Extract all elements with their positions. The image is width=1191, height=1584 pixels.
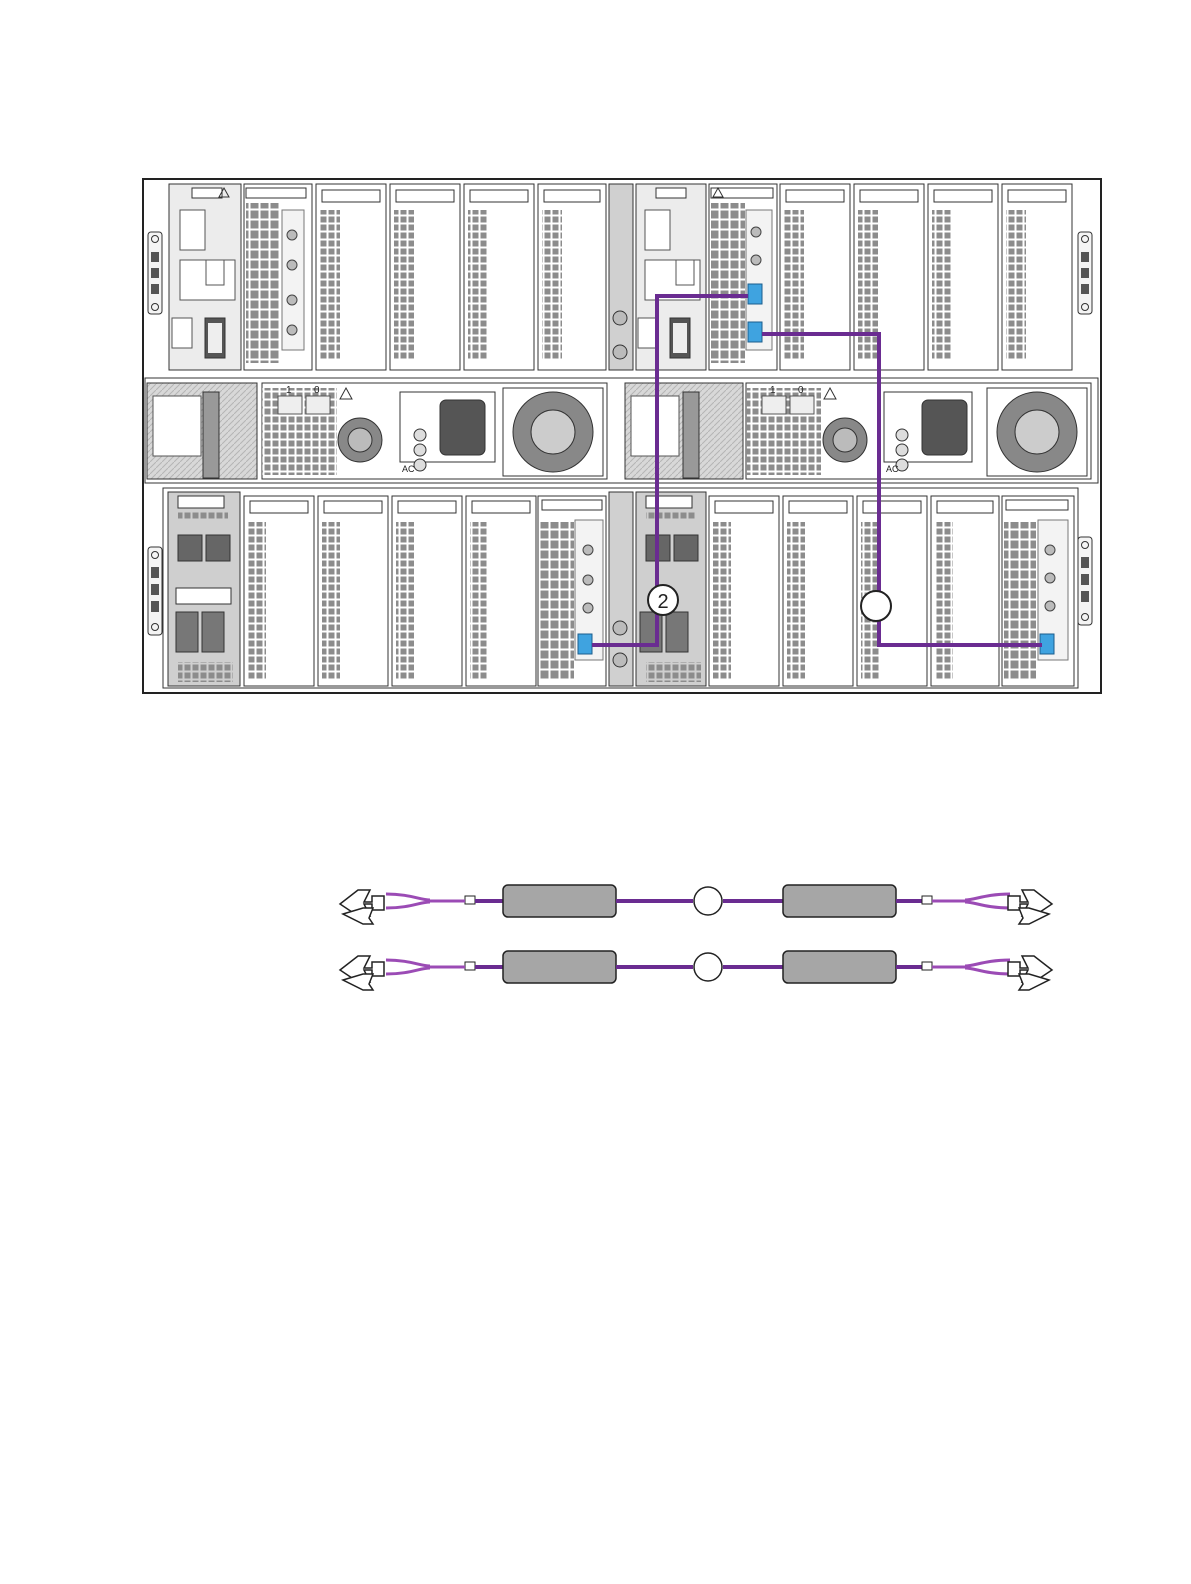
center-divider-top (609, 184, 633, 370)
cable-legend (340, 885, 1052, 990)
ethernet-port-icon (206, 260, 224, 285)
serial-port-icon (176, 612, 198, 652)
rack-ear-left-bottom (148, 547, 162, 635)
controller-module-top-right (636, 184, 706, 370)
io-module-bottom-left (538, 496, 606, 686)
bottom-row (163, 488, 1078, 688)
psu-right: 1 0 AC (625, 383, 1091, 479)
rack-ear-right-top (1078, 232, 1092, 314)
psu-off-label: 0 (314, 385, 320, 396)
lc-connector-icon (340, 890, 384, 924)
rack-ear-right-bottom (1078, 537, 1092, 625)
psu-ac-label-right: AC (886, 464, 899, 474)
sas-port-top-1 (748, 284, 762, 304)
serial-port-icon (202, 612, 224, 652)
callout-2: 2 (648, 585, 678, 615)
io-module-bottom-right (1002, 496, 1074, 686)
sas-port-top-2 (748, 322, 762, 342)
lc-connector-icon (1008, 956, 1052, 990)
io-module-top-right (709, 184, 777, 370)
psu-on-label: 1 (286, 385, 292, 396)
lc-connector-icon (340, 956, 384, 990)
ethernet-port-icon (676, 260, 694, 285)
sas-port-bottom-right (1040, 634, 1054, 654)
controller-module-bottom-left (168, 492, 240, 686)
psu-ac-label: AC (402, 464, 415, 474)
callout-1 (861, 591, 891, 621)
ethernet-port-icon (206, 535, 230, 561)
legend-cable-b (340, 951, 1052, 990)
top-row (169, 184, 1072, 370)
psu-on-label-right: 1 (770, 385, 776, 396)
ethernet-port-icon (178, 535, 202, 561)
rack-ear-left-top (148, 232, 162, 314)
psu-left: 1 0 AC (147, 383, 607, 479)
sas-port-bottom-left (578, 634, 592, 654)
legend-cable-a (340, 885, 1052, 924)
psu-row: 1 0 AC 1 0 (145, 378, 1098, 483)
psu-off-label-right: 0 (798, 385, 804, 396)
lc-connector-icon (1008, 890, 1052, 924)
controller-module-top-left (169, 184, 241, 370)
io-module-top-left (244, 184, 312, 370)
callout-2-label: 2 (657, 591, 668, 613)
serial-port-icon (172, 318, 192, 348)
